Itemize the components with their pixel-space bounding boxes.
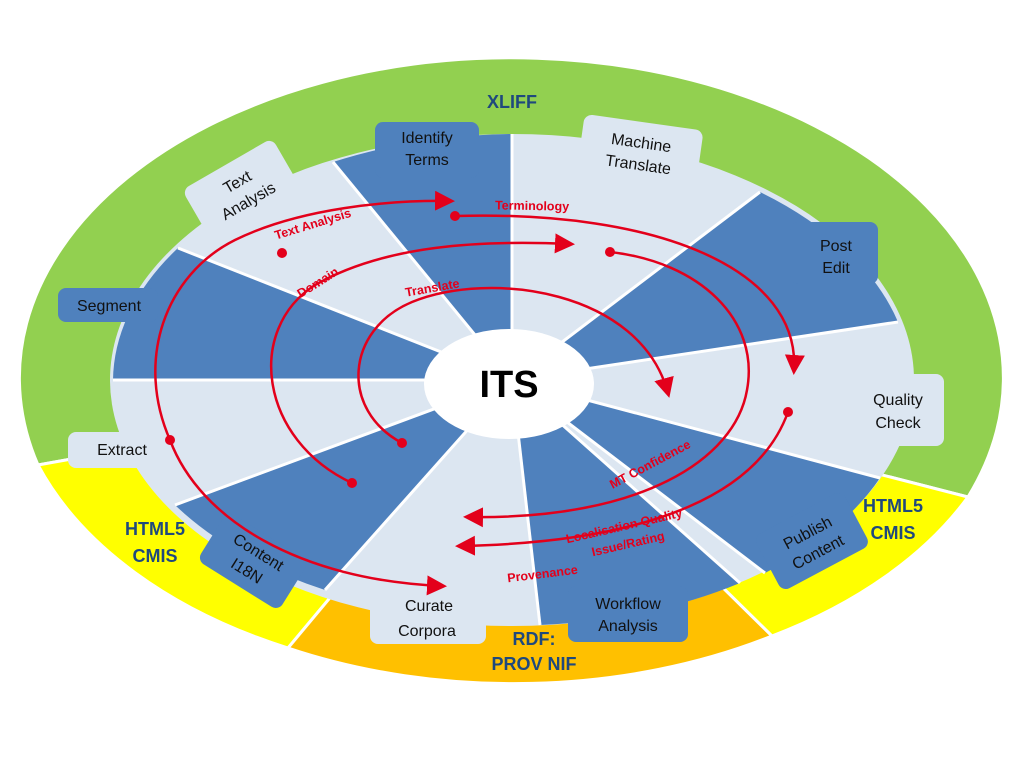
html5-left-label-1: HTML5 [125,519,185,539]
dot-mt-confidence [605,247,615,257]
arc-translate [357,286,674,445]
html5-right-label-1: HTML5 [863,496,923,516]
tab-publish-content [756,492,868,590]
arc-localisation-quality [455,411,790,556]
tab-workflow-analysis [568,586,688,642]
label-extract: Extract [97,442,147,459]
arc-mt-confidence [463,250,750,528]
tab-extract [68,432,164,468]
label-post-edit-1: Post [820,238,853,255]
tab-machine-translate [577,114,703,190]
tab-identify-terms [375,122,479,178]
center-hub [424,329,594,439]
dot-domain [347,478,357,488]
tab-post-edit [790,222,878,284]
arc-domain [270,233,575,485]
label-quality-check-1: Quality [873,392,923,409]
html5-right-label-2: CMIS [871,523,916,543]
rdf-label-2: PROV NIF [491,654,576,674]
dot-terminology [450,211,460,221]
xliff-label: XLIFF [487,92,537,112]
rdf-label-1: RDF: [513,629,556,649]
dot-translate [397,438,407,448]
tab-text-analysis [184,140,300,240]
tab-segment [58,288,158,322]
label-curate-corpora-1: Curate [405,598,453,615]
label-curate-corpora-2: Corpora [398,623,456,640]
segment-identify-terms [333,134,512,380]
arc-start-dots [165,211,793,488]
segment-workflow-analysis [512,380,740,625]
label-identify-terms-1: Identify [401,130,453,147]
label-quality-check-2: Check [875,415,921,432]
tab-quality-check [850,374,944,446]
dot-provenance [165,435,175,445]
center-label: ITS [479,364,538,406]
stage-tabs [58,114,944,644]
dot-localisation-quality [783,407,793,417]
tab-curate-corpora [370,588,486,644]
label-workflow-analysis-1: Workflow [595,596,661,613]
label-post-edit-2: Edit [822,260,850,277]
html5-left-label-2: CMIS [133,546,178,566]
segment-segment [113,248,512,380]
arc-terminology [454,214,805,375]
label-identify-terms-2: Terms [405,152,449,169]
label-segment: Segment [77,298,142,315]
dot-text-analysis [277,248,287,258]
arc-label-terminology: Terminology [495,198,569,213]
tab-content-i18n [199,513,307,609]
its-arcs [154,190,805,596]
label-workflow-analysis-2: Analysis [598,618,658,635]
arc-provenance [168,439,447,596]
arc-text-analysis [154,190,455,441]
